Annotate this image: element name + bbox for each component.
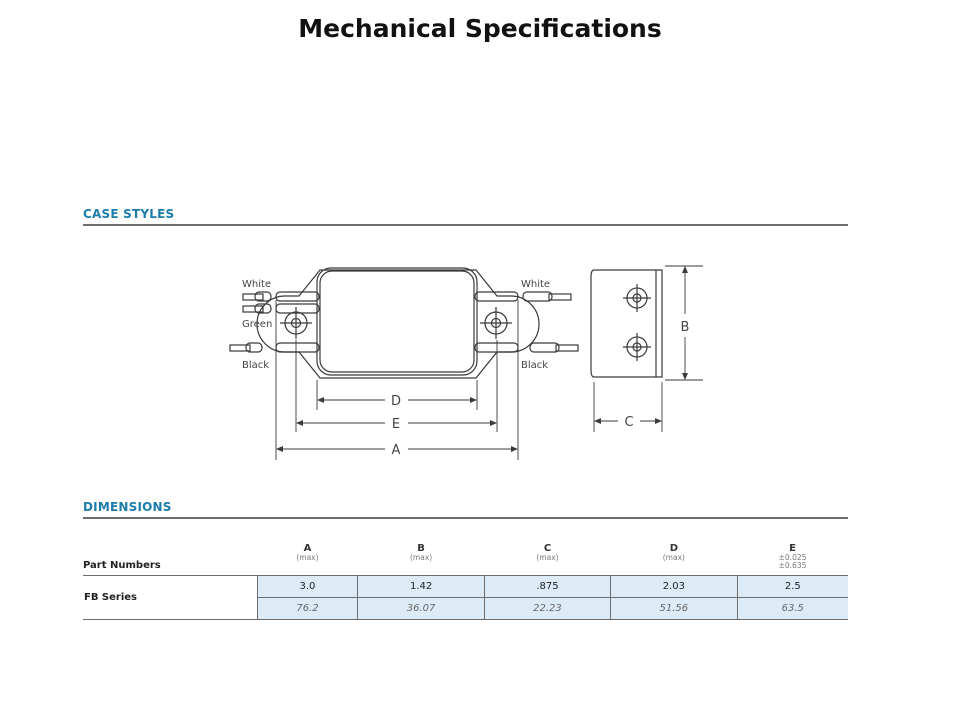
part-numbers-header: Part Numbers	[83, 560, 161, 571]
table-cell: 22.23	[483, 597, 611, 620]
column-tolerance-metric: ±0.635	[778, 561, 807, 570]
row-label-fb-series: FB Series	[83, 575, 257, 620]
table-row: FB Series 3.0 1.42 .875 2.03 2.5	[83, 575, 848, 620]
table-cell: 2.5	[736, 575, 848, 598]
column-letter: A	[303, 543, 312, 554]
dimension-label-d: D	[391, 394, 401, 409]
case-styles-divider	[83, 224, 848, 226]
wire-label-white-left: White	[242, 279, 271, 290]
table-cell: 2.03	[610, 575, 738, 598]
column-header-b: B (max)	[358, 520, 484, 576]
table-row-metric: 76.2 36.07 22.23 51.56 63.5	[83, 597, 848, 620]
wire-label-black-left: Black	[242, 360, 269, 371]
column-letter: E	[789, 543, 796, 554]
column-tolerance: (max)	[410, 553, 433, 562]
wire-label-green: Green	[242, 319, 272, 330]
dimensions-divider	[83, 517, 848, 519]
column-header-e: E ±0.025 ±0.635	[737, 520, 848, 576]
table-cell: 76.2	[256, 597, 358, 620]
column-header-c: C (max)	[484, 520, 610, 576]
dimension-label-e: E	[392, 417, 400, 432]
dimensions-table: Part Numbers A (max) B (max) C (max) D (…	[83, 520, 848, 620]
dimension-label-b: B	[681, 320, 690, 335]
column-header-d: D (max)	[611, 520, 737, 576]
column-tolerance: (max)	[296, 553, 319, 562]
dimensions-header-row: Part Numbers A (max) B (max) C (max) D (…	[83, 520, 848, 576]
column-tolerance: (max)	[662, 553, 685, 562]
column-header-a: A (max)	[257, 520, 358, 576]
table-cell: .875	[483, 575, 611, 598]
column-letter: C	[543, 543, 552, 554]
column-tolerance: ±0.025	[778, 553, 807, 562]
wire-label-black-right: Black	[521, 360, 548, 371]
dimension-label-a: A	[392, 443, 401, 458]
wire-label-white-right: White	[521, 279, 550, 290]
page-title: Mechanical Specifications	[298, 14, 662, 43]
table-cell: 51.56	[610, 597, 738, 620]
column-letter: D	[669, 543, 679, 554]
column-tolerance: (max)	[536, 553, 559, 562]
table-cell: 63.5	[736, 597, 848, 620]
column-letter: B	[417, 543, 425, 554]
dimension-label-c: C	[624, 415, 633, 430]
table-cell: 3.0	[256, 575, 358, 598]
dimensions-heading: DIMENSIONS	[83, 500, 172, 514]
table-cell: 1.42	[357, 575, 485, 598]
case-styles-heading: CASE STYLES	[83, 207, 175, 221]
table-cell: 36.07	[357, 597, 485, 620]
